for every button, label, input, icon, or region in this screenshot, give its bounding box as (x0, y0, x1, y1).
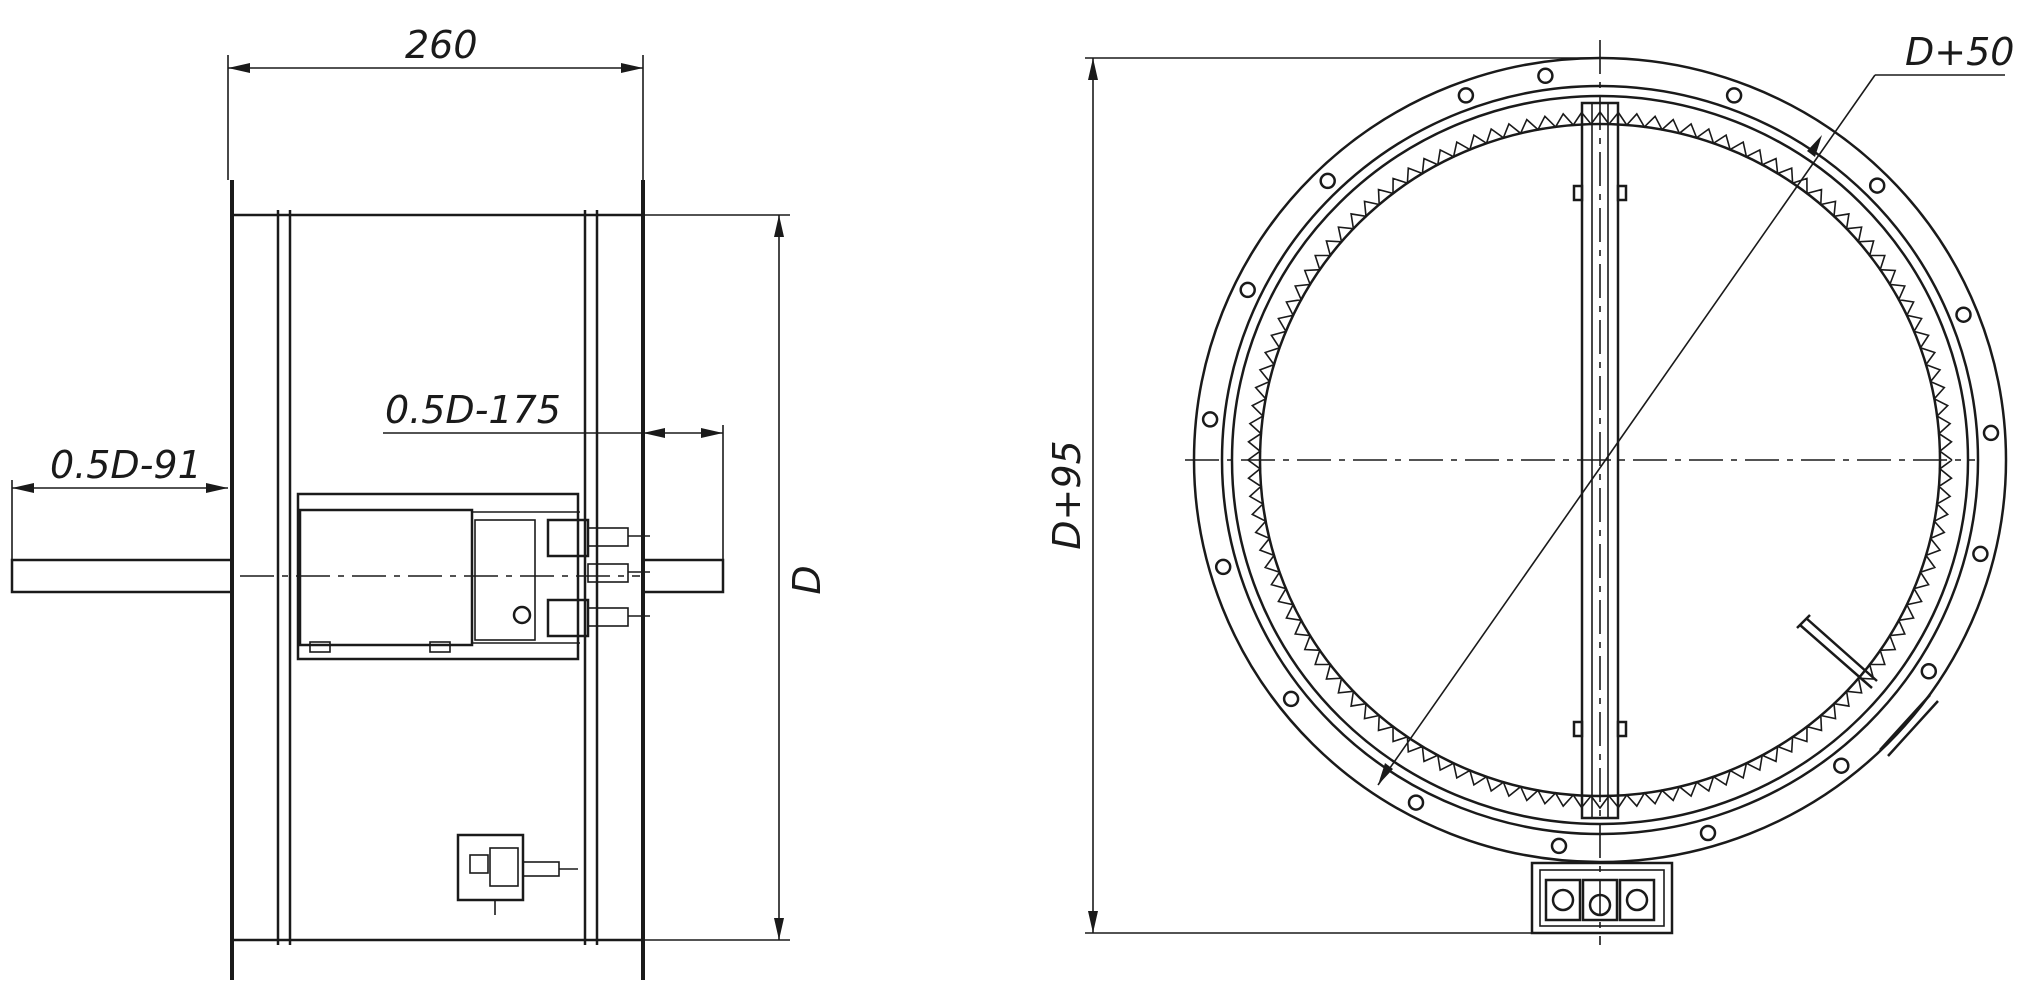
bolt-hole (1201, 411, 1219, 428)
dimension-left-shaft-label: 0.5D-91 (50, 443, 202, 487)
side-view: 260 (10, 23, 829, 980)
bolt-hole (1214, 558, 1232, 576)
dimension-diameter-label: D+50 (1905, 30, 2014, 74)
bolt-hole (1457, 87, 1475, 104)
bolt-hole (1982, 424, 2000, 442)
side-mount (1879, 694, 1939, 757)
dimension-left-shaft: 0.5D-91 (11, 443, 228, 560)
bolt-hole (1868, 177, 1886, 194)
bolt-hole (1972, 545, 1989, 563)
dimension-front-height-label: D+95 (1045, 440, 1089, 549)
shaft (10, 558, 725, 594)
damper-blade (1572, 101, 1628, 820)
flanges (230, 180, 645, 980)
dimension-diameter: D+50 (1377, 30, 2014, 786)
dimension-right-shaft: 0.5D-175 (383, 388, 724, 560)
bolt-holes (1201, 67, 2000, 855)
actuator (296, 492, 650, 661)
bolt-hole (1955, 306, 1972, 323)
serrated-seal (1246, 110, 1953, 810)
bolt-hole (1319, 172, 1336, 190)
dimension-width-label: 260 (405, 23, 478, 67)
dimension-right-shaft-label: 0.5D-175 (385, 388, 561, 432)
bolt-hole (1537, 67, 1554, 85)
center-lines (1185, 40, 1975, 945)
thermal-sensor (456, 833, 578, 915)
dimension-width: 260 (227, 23, 644, 180)
dimension-front-height: D+95 (1045, 57, 1600, 934)
seal-teeth-path (1246, 110, 1953, 810)
front-view: D+95 D+50 (1045, 30, 2014, 945)
terminal-block (1530, 861, 1674, 935)
bolt-hole (1550, 837, 1568, 855)
bolt-hole (1725, 87, 1743, 104)
bolt-hole (1239, 281, 1256, 299)
bolt-hole (1407, 794, 1425, 811)
damper-body (232, 210, 643, 945)
dimension-height-label: D (785, 565, 829, 594)
dimension-height: D (643, 214, 829, 941)
bolt-hole (1833, 757, 1850, 774)
bolt-hole (1699, 824, 1717, 842)
bolt-hole (1920, 663, 1938, 680)
sensor-probe (1796, 614, 1878, 689)
bolt-hole (1282, 690, 1300, 708)
